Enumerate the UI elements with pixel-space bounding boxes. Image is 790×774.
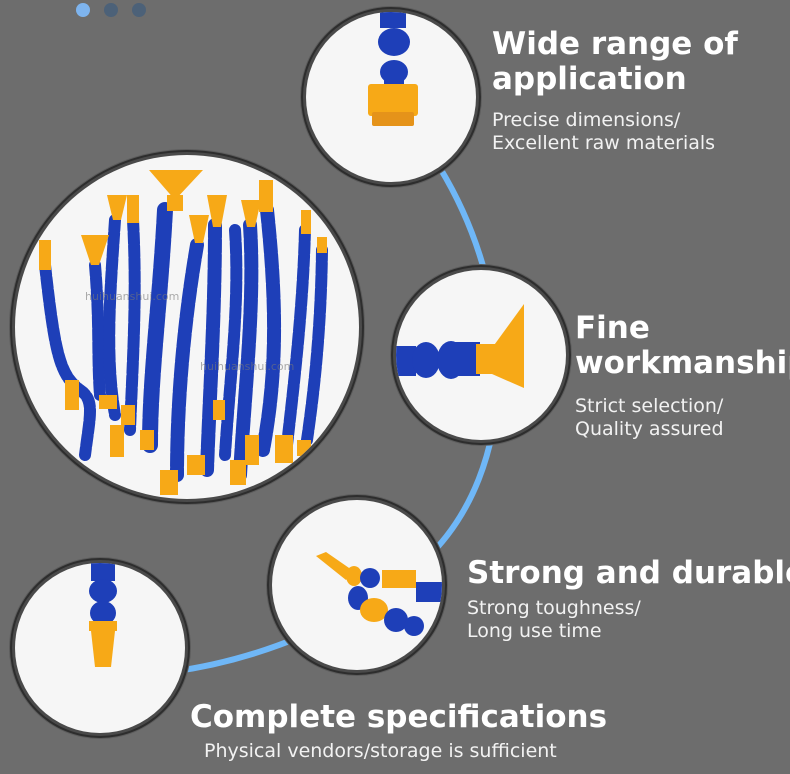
feature-1-image	[306, 12, 476, 182]
watermark: huihuanshui.com	[200, 360, 295, 373]
feature-title: Complete specifications	[190, 699, 608, 735]
feature-2-image	[396, 270, 566, 440]
feature-2-text: Fine workmanship Strict selection/ Quali…	[575, 311, 790, 441]
feature-1-text: Wide range of application Precise dimens…	[492, 27, 738, 155]
round-nozzle-image	[368, 12, 418, 126]
carousel-dot-1[interactable]	[76, 3, 90, 17]
y-splitter-hose-image	[316, 552, 442, 636]
watermark: huihuanshui.com	[85, 290, 180, 303]
feature-3-text: Strong and durable Strong toughness/ Lon…	[467, 556, 790, 643]
feature-title: workmanship	[575, 345, 790, 381]
feature-subtitle: Excellent raw materials	[492, 132, 716, 154]
carousel-dot-2[interactable]	[104, 3, 118, 17]
feature-subtitle: Long use time	[467, 620, 602, 642]
hero-product-image: huihuanshui.com huihuanshui.com	[15, 155, 359, 499]
feature-subtitle: Precise dimensions/	[492, 109, 681, 131]
carousel-indicator	[76, 3, 146, 17]
feature-subtitle: Strict selection/	[575, 395, 724, 417]
feature-4-text: Complete specifications Physical vendors…	[190, 700, 607, 763]
feature-title: Wide range of	[492, 26, 738, 62]
feature-subtitle: Quality assured	[575, 418, 724, 440]
feature-title: Fine	[575, 310, 650, 346]
feature-4-image	[15, 563, 185, 733]
conical-nozzle-image	[89, 563, 117, 667]
feature-3-image	[272, 500, 442, 670]
feature-title: application	[492, 61, 687, 97]
feature-title: Strong and durable	[467, 555, 790, 591]
coolant-hose-bundle-image	[39, 170, 328, 495]
feature-subtitle: Strong toughness/	[467, 597, 641, 619]
carousel-dot-3[interactable]	[132, 3, 146, 17]
feature-subtitle: Physical vendors/storage is sufficient	[204, 740, 557, 762]
flat-fan-nozzle-image	[396, 304, 524, 388]
